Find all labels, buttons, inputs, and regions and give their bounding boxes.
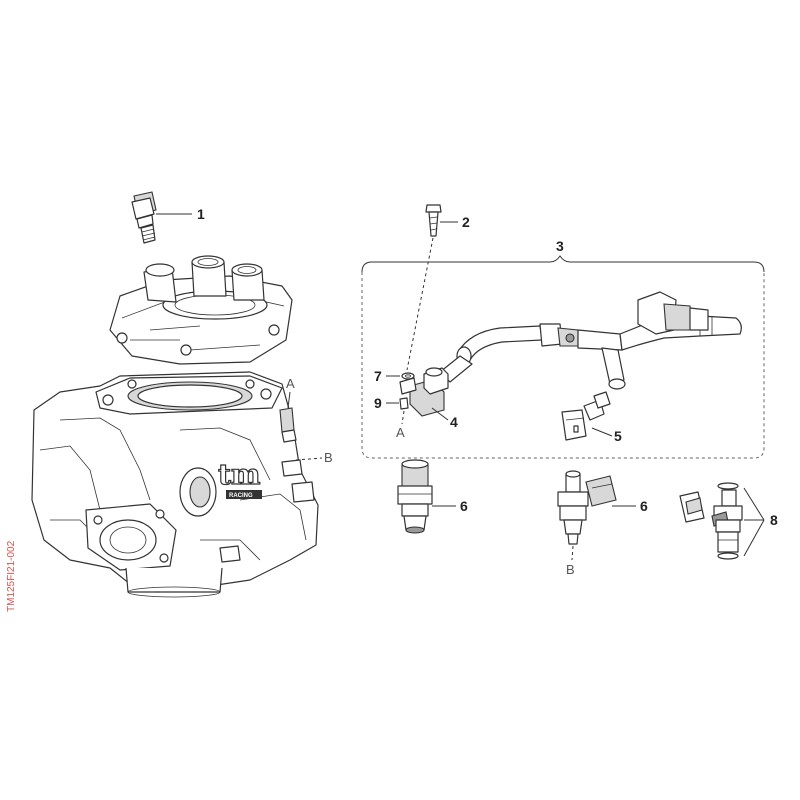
ref-b-engine: B — [324, 450, 333, 465]
tm-logo: tm — [218, 458, 261, 491]
group-3-bracket — [361, 255, 765, 273]
part-9-bushing[interactable] — [399, 397, 409, 410]
part-2-bolt[interactable] — [425, 204, 442, 237]
callout-4: 4 — [450, 414, 458, 430]
callout-3: 3 — [556, 238, 564, 254]
cylinder-block: tm RACING — [31, 371, 319, 598]
part-1-sensor[interactable] — [131, 191, 157, 244]
callout-6-right: 6 — [640, 498, 648, 514]
ref-b-injector: B — [566, 562, 575, 577]
cylinder-head-cover — [109, 255, 293, 365]
part-8-seal-set[interactable] — [679, 482, 743, 560]
tm-logo-sub: RACING — [229, 493, 253, 499]
callout-8: 8 — [770, 512, 778, 528]
part-3-hose-assembly[interactable] — [439, 291, 742, 390]
group-3-kit-box — [361, 272, 765, 459]
callout-6-left: 6 — [460, 498, 468, 514]
part-5-connector[interactable] — [561, 391, 611, 441]
callout-7: 7 — [374, 368, 382, 384]
ref-a-kit: A — [396, 425, 405, 440]
callout-9: 9 — [374, 395, 382, 411]
part-6-injector-right[interactable] — [557, 470, 617, 545]
part-7-washer[interactable] — [401, 372, 415, 380]
callout-1: 1 — [197, 206, 205, 222]
ref-a-engine: A — [286, 376, 295, 391]
callout-2: 2 — [462, 214, 470, 230]
part-6-injector-left[interactable] — [397, 459, 433, 534]
drawing-code: TM125FI21-002 — [6, 540, 17, 612]
callout-5: 5 — [614, 428, 622, 444]
part-4-fitting[interactable] — [399, 367, 449, 417]
